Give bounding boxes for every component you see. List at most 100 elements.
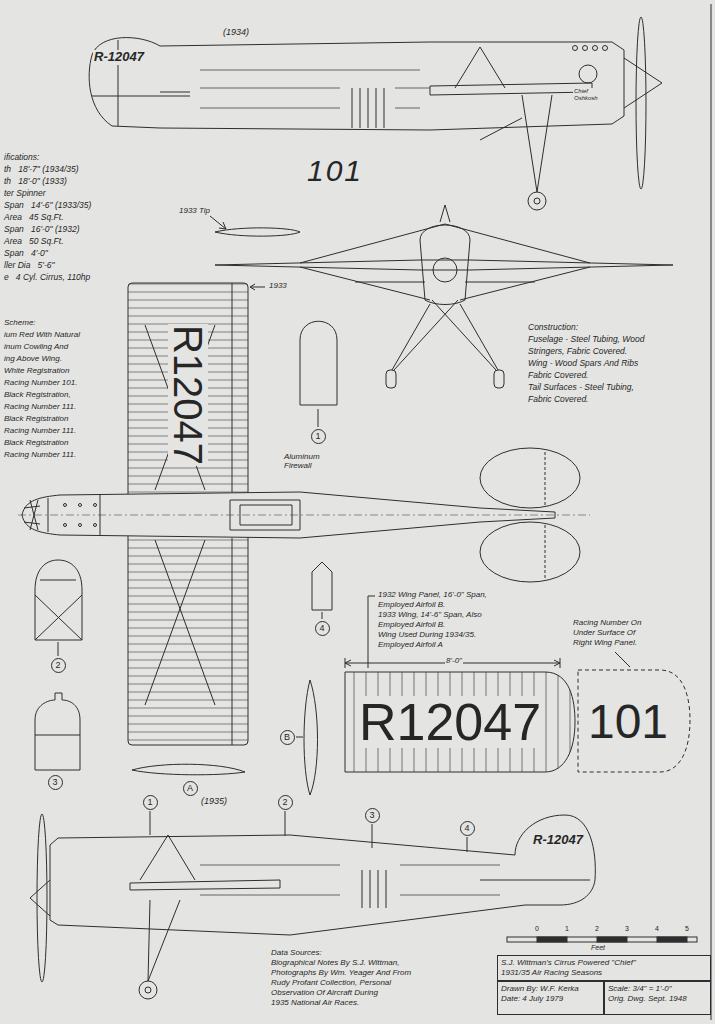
scale-number: 4 bbox=[654, 925, 660, 932]
wing-side bbox=[430, 83, 592, 95]
leader-line bbox=[368, 596, 375, 668]
callout-circle: 2 bbox=[51, 658, 66, 673]
pylon bbox=[440, 205, 450, 222]
callout-circle: 3 bbox=[48, 775, 63, 790]
callout-number: 4 bbox=[464, 824, 469, 833]
specification-line: ller Dia 5'-6" bbox=[3, 261, 55, 271]
racing-number: 101 bbox=[587, 698, 669, 746]
windscreen bbox=[140, 835, 195, 880]
wheel bbox=[528, 192, 546, 210]
registration-mark: R12047 bbox=[168, 324, 208, 466]
airfoil-section bbox=[304, 680, 318, 795]
center-line bbox=[18, 515, 590, 516]
fuselage-side bbox=[50, 835, 525, 935]
construction-note: Fabric Covered. bbox=[527, 395, 589, 405]
color-scheme-line: Black Registration, bbox=[3, 390, 72, 399]
wheel-hub bbox=[534, 198, 540, 204]
construction-note: Wing - Wood Spars And Ribs bbox=[527, 359, 639, 369]
scale-number: 1 bbox=[564, 925, 570, 932]
leader-line bbox=[250, 284, 265, 290]
specification-line: Span 4'-0" bbox=[3, 249, 49, 259]
color-scheme-line: Racing Number 111. bbox=[3, 426, 77, 435]
racing-number-note: Under Surface Of bbox=[572, 628, 636, 637]
leader-line bbox=[322, 612, 323, 619]
data-source-line: Photographs By Wm. Yeager And From bbox=[270, 968, 412, 977]
callout-number: 3 bbox=[369, 811, 374, 820]
landing-gear bbox=[480, 95, 552, 192]
rivet bbox=[64, 504, 67, 507]
line-work bbox=[18, 4, 711, 1020]
title-block-text: 1931/35 Air Racing Seasons bbox=[501, 968, 707, 978]
callout-number: 1 bbox=[315, 432, 320, 441]
callout-circle: A bbox=[183, 781, 198, 796]
cowl-emblem-text: Chief Oshkosh bbox=[573, 88, 607, 102]
wing-front bbox=[215, 260, 673, 270]
racing-number-outline bbox=[578, 670, 690, 772]
leader-line bbox=[318, 409, 319, 427]
rivet bbox=[64, 524, 67, 527]
spinner bbox=[624, 58, 662, 108]
wing-panel-note: Wing Used During 1934/35. bbox=[377, 630, 477, 639]
title-block-text: Drawn By: W.F. Kerka bbox=[501, 984, 600, 994]
specification-line: th 18'-7" (1934/35) bbox=[3, 165, 80, 175]
callout-number: 2 bbox=[282, 798, 287, 807]
data-source-line: Observation Of Aircraft During bbox=[270, 988, 379, 997]
spinner bbox=[30, 880, 50, 916]
registration-mark: R-12047 bbox=[532, 833, 584, 848]
fuselage-section bbox=[35, 560, 82, 640]
specification-line: Area 50 Sq.Ft. bbox=[3, 237, 65, 247]
callout-circle: 3 bbox=[365, 808, 380, 823]
specification-line: ter Spinner bbox=[3, 189, 47, 199]
construction-note: Stringers, Fabric Covered. bbox=[527, 347, 628, 357]
callout-number: B bbox=[284, 733, 290, 742]
fuselage-section bbox=[312, 562, 332, 610]
propeller bbox=[37, 814, 47, 982]
tail-fin bbox=[515, 815, 595, 905]
exhaust-port bbox=[583, 46, 588, 51]
exhaust-port bbox=[573, 46, 578, 51]
callout-circle: 4 bbox=[315, 621, 330, 636]
registration-stripe bbox=[352, 88, 384, 128]
specification-line: Area 45 Sq.Ft. bbox=[3, 213, 65, 223]
callout-circle: 2 bbox=[278, 795, 293, 810]
tail-surface bbox=[480, 880, 590, 881]
scale-bar-block bbox=[597, 937, 627, 942]
scale-number: 3 bbox=[624, 925, 630, 932]
tail-fin bbox=[89, 38, 160, 128]
scale-bar bbox=[507, 937, 697, 942]
specification-line: Span 14'-6" (1933/35) bbox=[3, 201, 92, 211]
specification-line: Span 16'-0" (1932) bbox=[3, 225, 81, 235]
airfoil-section bbox=[132, 764, 245, 775]
title-block-text: Orig. Dwg. Sept. 1948 bbox=[608, 994, 707, 1004]
callout-text: 1933 Tip bbox=[178, 206, 211, 215]
leader-line bbox=[150, 811, 467, 852]
title-block-text: S.J. Wittman's Cirrus Powered "Chief" bbox=[501, 958, 707, 968]
callout-circle: 1 bbox=[143, 795, 158, 810]
rivet bbox=[94, 504, 97, 507]
callout-number: 2 bbox=[55, 661, 60, 670]
scale-unit: Feet bbox=[590, 944, 606, 952]
color-scheme-line: Black Registration bbox=[3, 438, 69, 447]
wing-side bbox=[130, 880, 280, 890]
color-scheme-line: Racing Number 111. bbox=[3, 402, 77, 411]
data-source-line: Data Sources: bbox=[270, 948, 323, 957]
title-block-cell: Scale: 3/4" = 1'-0"Orig. Dwg. Sept. 1948 bbox=[604, 981, 711, 1015]
specification-line: th 18'-0" (1933) bbox=[3, 177, 68, 187]
title-block-cell: S.J. Wittman's Cirrus Powered "Chief"193… bbox=[497, 955, 711, 981]
title-block-text: Date: 4 July 1979 bbox=[501, 994, 600, 1004]
racing-number-note: Racing Number On bbox=[572, 618, 642, 627]
rivet bbox=[79, 524, 82, 527]
view-date: (1934) bbox=[222, 27, 250, 37]
callout-text: Aluminum Firewall bbox=[283, 452, 337, 470]
color-scheme-line: ium Red With Natural bbox=[3, 330, 81, 339]
construction-note: Tail Surfaces - Steel Tubing, bbox=[527, 383, 635, 393]
leader-line bbox=[210, 216, 226, 229]
data-source-line: Biographical Notes By S.J. Wittman, bbox=[270, 958, 400, 967]
wing-panel-note: Employed Airfoil A bbox=[377, 640, 444, 649]
color-scheme-line: White Registration bbox=[3, 366, 70, 375]
propeller bbox=[355, 282, 535, 283]
callout-text: 1933 bbox=[268, 281, 288, 290]
dimension-text: 8'-0" bbox=[445, 656, 463, 665]
callout-number: 4 bbox=[319, 624, 324, 633]
racing-number-note: Right Wing Panel. bbox=[572, 638, 638, 647]
